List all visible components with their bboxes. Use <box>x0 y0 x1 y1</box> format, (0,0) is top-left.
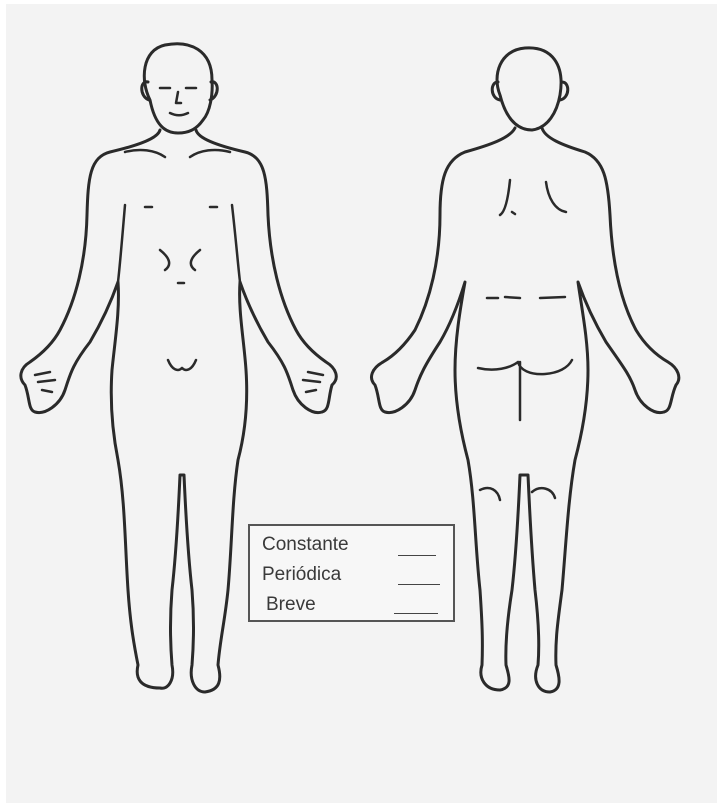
legend-label-constante: Constante <box>262 534 349 556</box>
front-inner-arm-right <box>232 205 240 282</box>
front-collarbones <box>125 150 230 157</box>
front-face-nose <box>176 92 181 103</box>
legend-item-periodica: Periódica <box>262 564 341 586</box>
front-head <box>144 44 212 133</box>
legend-label-periodica: Periódica <box>262 564 341 586</box>
back-buttocks <box>478 360 572 420</box>
back-head <box>497 48 561 130</box>
front-groin <box>168 360 196 370</box>
legend-blank-breve[interactable] <box>394 613 438 614</box>
back-waist <box>487 297 565 298</box>
front-abdomen <box>160 250 200 283</box>
pain-frequency-legend: Constante Periódica Breve <box>248 524 455 622</box>
front-hand-right-fingers <box>303 372 323 392</box>
front-inner-arm-left <box>118 205 125 282</box>
front-face-mouth <box>170 113 188 115</box>
legend-blank-constante[interactable] <box>398 555 436 556</box>
back-shoulder-blades <box>500 180 566 215</box>
legend-item-breve: Breve <box>266 594 316 616</box>
legend-item-constante: Constante <box>262 534 349 556</box>
legend-label-breve: Breve <box>266 594 316 616</box>
front-hand-left-fingers <box>35 372 55 392</box>
legend-blank-periodica[interactable] <box>398 584 440 585</box>
